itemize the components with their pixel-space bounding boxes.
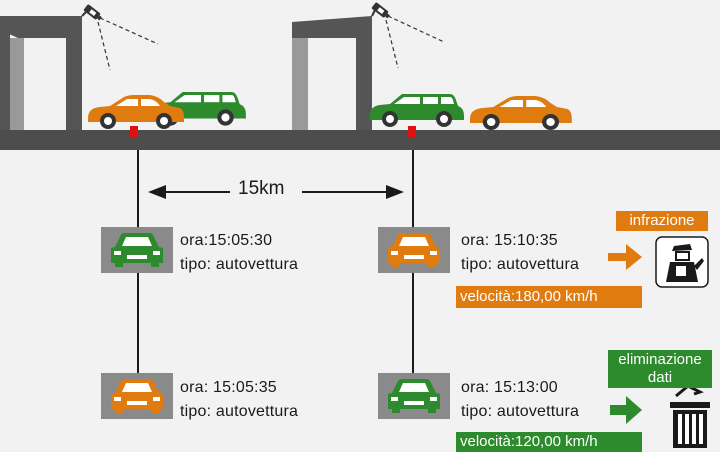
speed-badge-ok: velocità:120,00 km/h [456, 432, 642, 452]
record-info: ora: 15:05:35 tipo: autovettura [180, 376, 298, 424]
arrow-right-icon [610, 396, 642, 424]
outcome-delete-line1: eliminazione [618, 351, 702, 368]
road-sensor [408, 126, 416, 138]
police-officer-icon [655, 236, 709, 288]
record-time: ora: 15:05:35 [180, 379, 277, 396]
record-info: ora:15:05:30 tipo: autovettura [180, 229, 298, 277]
record-time: ora: 15:10:35 [461, 232, 558, 249]
gantry-left [0, 16, 82, 130]
record-thumbnail [101, 373, 173, 419]
road [0, 130, 720, 150]
record-info: ora: 15:10:35 tipo: autovettura [461, 229, 579, 277]
car-orange-sedan [88, 95, 184, 129]
record-thumbnail [378, 373, 450, 419]
record-type: tipo: autovettura [180, 256, 299, 273]
road-sensor [130, 126, 138, 138]
outcome-delete-badge: eliminazione dati [608, 350, 712, 388]
camera-icon [371, 1, 445, 69]
outcome-delete-line2: dati [647, 369, 673, 386]
record-time: ora:15:05:30 [180, 232, 273, 249]
car-orange-sedan [470, 96, 572, 130]
arrow-right-icon [608, 244, 642, 270]
distance-arrow [148, 185, 404, 199]
trash-bin-icon [670, 384, 710, 448]
record-type: tipo: autovettura [180, 403, 299, 420]
record-type: tipo: autovettura [461, 403, 580, 420]
car-green-wagon [370, 94, 464, 127]
record-info: ora: 15:13:00 tipo: autovettura [461, 376, 579, 424]
record-thumbnail [101, 227, 173, 273]
record-thumbnail [378, 227, 450, 273]
record-type: tipo: autovettura [461, 256, 580, 273]
outcome-violation-badge: infrazione [616, 211, 708, 231]
gantry-right [292, 16, 372, 130]
camera-icon [81, 3, 159, 71]
record-time: ora: 15:13:00 [461, 379, 558, 396]
distance-label: 15km [238, 178, 285, 199]
speed-badge-violation: velocità:180,00 km/h [456, 286, 642, 308]
